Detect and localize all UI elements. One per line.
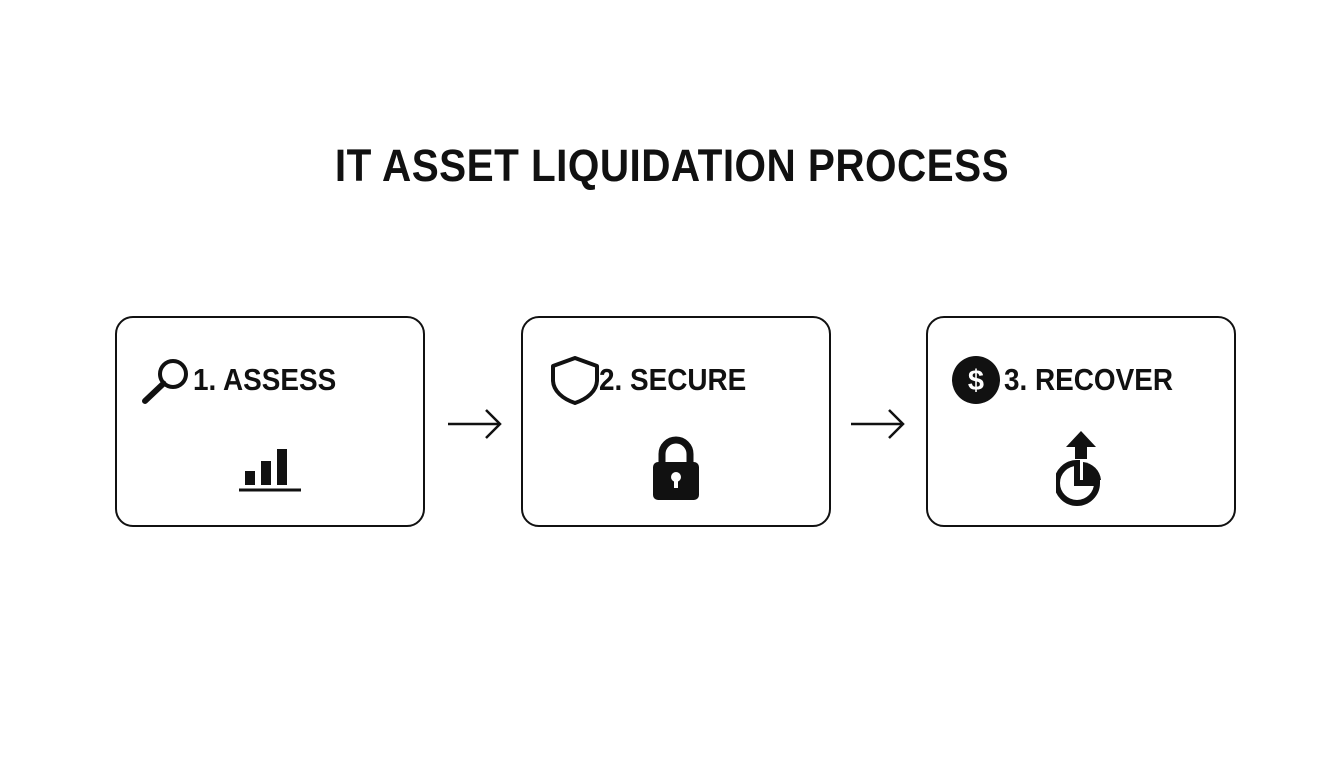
shield-icon (545, 355, 599, 405)
diagram-title: IT ASSET LIQUIDATION PROCESS (334, 140, 1010, 191)
step-header: $ 3. RECOVER (950, 355, 1192, 405)
padlock-icon (650, 434, 702, 507)
step-label: 2. SECURE (599, 362, 747, 397)
magnifying-glass-icon (139, 355, 193, 405)
step-assess: 1. ASSESS (115, 316, 425, 527)
step-label: 3. RECOVER (1004, 362, 1174, 397)
dollar-coin-icon: $ (950, 355, 1004, 405)
right-arrow-icon (849, 404, 907, 444)
step-header: 1. ASSESS (139, 355, 352, 405)
right-arrow-icon (446, 404, 504, 444)
step-secure: 2. SECURE (521, 316, 831, 527)
step-graphic (523, 430, 829, 510)
step-graphic (928, 430, 1234, 510)
bar-chart-icon (237, 441, 303, 500)
svg-text:$: $ (968, 365, 984, 397)
step-recover: $ 3. RECOVER (926, 316, 1236, 527)
step-label: 1. ASSESS (193, 362, 337, 397)
pie-chart-up-arrow-icon (1054, 429, 1106, 512)
step-graphic (117, 430, 423, 510)
step-header: 2. SECURE (545, 355, 763, 405)
